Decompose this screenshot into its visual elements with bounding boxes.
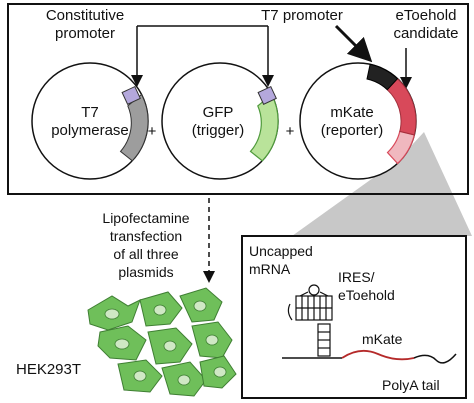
plasmid-gfp: GFP (trigger) [161, 62, 279, 180]
constitutive-promoter-label-line1: Constitutive [46, 7, 124, 24]
mkate-rna-label: mKate [362, 331, 403, 347]
lipofectamine-label-line4: plasmids [118, 264, 173, 280]
zoom-cone [292, 132, 472, 236]
lipofectamine-label-line1: Lipofectamine [102, 210, 189, 226]
mkate-coding-sequence [341, 349, 415, 361]
hek293t-cells [87, 287, 237, 397]
t7-polymerase-gene [119, 93, 149, 162]
etoehold-candidate-label-line1: eToehold [396, 7, 457, 24]
ires-label-line2: eToehold [338, 287, 395, 303]
plasmid-t7-polymerase: T7 polymerase [31, 62, 149, 180]
constitutive-promoter-block-1 [121, 85, 141, 105]
plasmids-panel [7, 3, 469, 195]
etoehold-candidate-label-line2: candidate [393, 25, 458, 42]
plasmid-mkate-label-line1: mKate [330, 104, 373, 121]
polya-label: PolyA tail [382, 377, 440, 393]
mrna-panel [241, 235, 467, 399]
etoehold-region [386, 77, 417, 136]
cell-line-label: HEK293T [16, 361, 81, 378]
t7-promoter-arrow [334, 24, 373, 63]
plasmid-gfp-label-line2: (trigger) [192, 122, 245, 139]
ires-label-line1: IRES/ [338, 269, 375, 285]
mkate-gene-light [386, 130, 416, 165]
plasmid-mkate-label-line2: (reporter) [321, 122, 384, 139]
plus-sign-1: + [148, 123, 157, 140]
ires-hairpin-structure [287, 284, 333, 357]
plus-sign-2: + [286, 123, 295, 140]
uncapped-mrna-label-line1: Uncapped [249, 243, 313, 259]
hek293t-nuclei [104, 300, 227, 386]
uncapped-mrna-label-line2: mRNA [249, 261, 291, 277]
promoter-connector [131, 25, 274, 87]
gfp-gene [249, 93, 279, 162]
t7-promoter-block [366, 63, 399, 91]
constitutive-promoter-block-2 [257, 85, 277, 105]
lipofectamine-label-line2: transfection [110, 228, 182, 244]
polya-tail-line [413, 353, 457, 364]
plasmid-t7-label-line2: polymerase [51, 122, 129, 139]
plasmid-mkate: mKate (reporter) [299, 62, 417, 180]
plasmid-t7-label-line1: T7 [81, 104, 99, 121]
t7-promoter-label: T7 promoter [261, 7, 343, 24]
constitutive-promoter-label-line2: promoter [55, 25, 115, 42]
plasmid-gfp-label-line1: GFP [203, 104, 234, 121]
lipofectamine-label-line3: of all three [113, 246, 179, 262]
